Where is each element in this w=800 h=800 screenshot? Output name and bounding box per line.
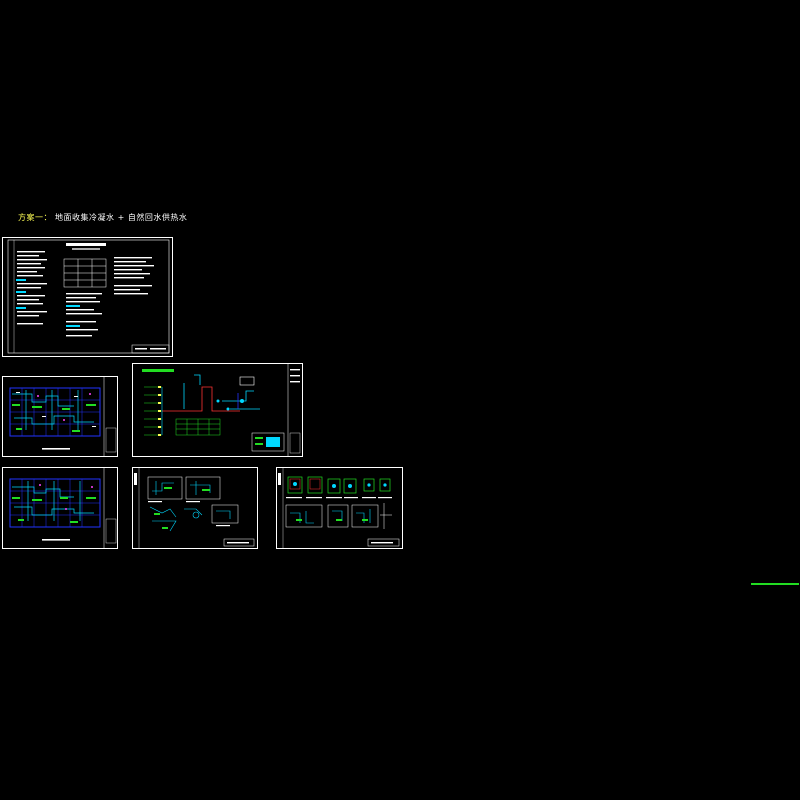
title-label: 方案一：	[18, 213, 52, 222]
system-diagram-sheet[interactable]	[132, 363, 303, 457]
detail-drawings-sheet[interactable]	[132, 467, 258, 549]
equipment-details-sheet[interactable]	[276, 467, 403, 549]
title-text: 地面收集冷凝水 + 自然回水供热水	[55, 213, 188, 222]
scale-bar	[751, 583, 799, 585]
floor-plan-2-sheet[interactable]	[2, 467, 118, 549]
design-notes-sheet[interactable]	[2, 237, 173, 357]
drawing-set-title: 方案一： 地面收集冷凝水 + 自然回水供热水	[18, 212, 187, 223]
floor-plan-1-sheet[interactable]	[2, 376, 118, 457]
